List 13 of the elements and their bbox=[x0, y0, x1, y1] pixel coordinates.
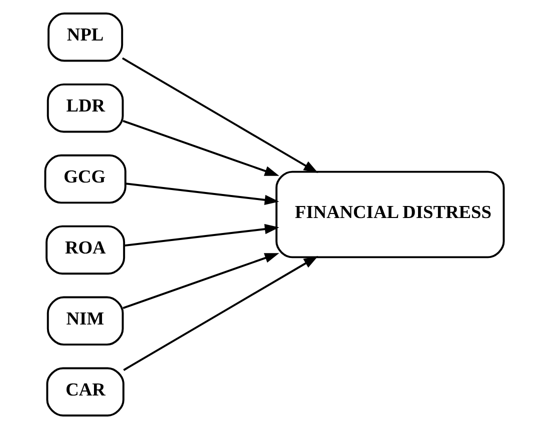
node-box: CAR bbox=[46, 367, 124, 416]
node-box: ROA bbox=[46, 225, 126, 275]
arrow bbox=[122, 120, 280, 176]
node-box: LDR bbox=[46, 83, 124, 133]
arrow bbox=[122, 57, 318, 174]
node-box: NPL bbox=[48, 12, 124, 62]
arrow bbox=[123, 256, 318, 371]
node-box: GCG bbox=[44, 154, 126, 204]
node-box: NIM bbox=[46, 296, 124, 346]
arrow bbox=[122, 253, 280, 309]
arrow bbox=[124, 224, 280, 247]
arrow bbox=[125, 182, 280, 205]
node-box: FINANCIAL DISTRESS bbox=[275, 170, 505, 258]
